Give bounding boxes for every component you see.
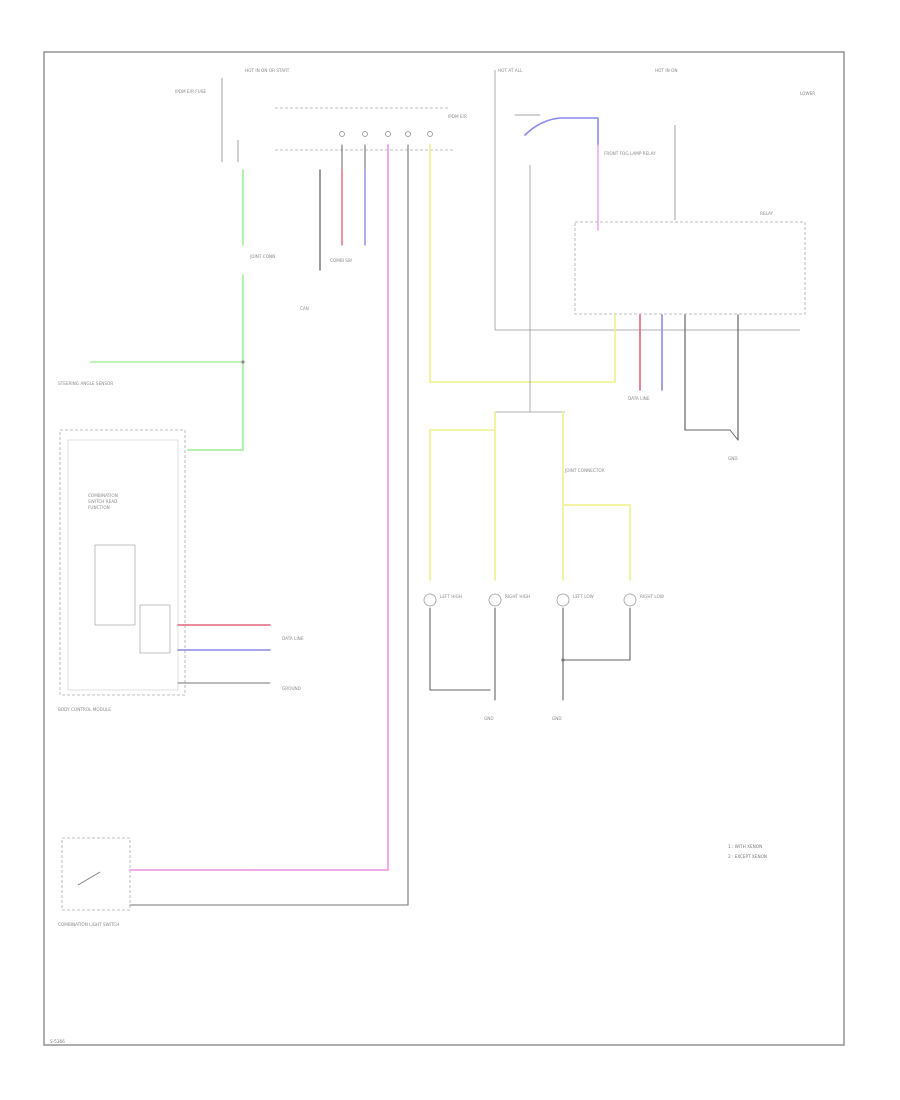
svg-text:LEFT HIGH: LEFT HIGH (440, 594, 462, 599)
svg-text:SWITCH READ: SWITCH READ (88, 499, 117, 504)
top-fuse-desc: IPDM E/R FUSE (175, 89, 206, 94)
svg-text:LOWER: LOWER (800, 91, 815, 96)
bcm-label: BODY CONTROL MODULE (58, 707, 111, 712)
bcm-block (59, 429, 186, 696)
lamp-left-high: LEFT HIGH (423, 593, 462, 607)
svg-text:STEERING ANGLE SENSOR: STEERING ANGLE SENSOR (58, 381, 113, 386)
ground-3-label: GND (552, 716, 562, 721)
ground-2-label: GND (484, 716, 494, 721)
lamp-right-low: RIGHT LOW (623, 593, 664, 607)
svg-text:HOT IN ON: HOT IN ON (655, 68, 677, 73)
svg-text:HOT AT ALL: HOT AT ALL (498, 68, 523, 73)
svg-text:DATA LINE: DATA LINE (628, 396, 650, 401)
svg-text:CAN: CAN (300, 306, 309, 311)
lamp-left-low: LEFT LOW (556, 593, 594, 607)
svg-text:RELAY: RELAY (760, 211, 774, 216)
svg-text:JOINT CONN: JOINT CONN (249, 254, 275, 259)
svg-text:FUNCTION: FUNCTION (88, 505, 110, 510)
svg-text:COMBINATION: COMBINATION (88, 493, 118, 498)
junction-label: JOINT CONNECTOR (564, 468, 605, 473)
legend-2: 2 : EXCEPT XENON (728, 854, 767, 859)
ipdm-label: IPDM E/R (448, 114, 467, 119)
combination-switch-label: COMBINATION LIGHT SWITCH (58, 922, 119, 927)
ground-1-label: GND (728, 456, 738, 461)
svg-text:RIGHT HIGH: RIGHT HIGH (505, 594, 530, 599)
top-fuse-box-label: HOT IN ON OR START (245, 68, 290, 73)
svg-text:LEFT LOW: LEFT LOW (573, 594, 594, 599)
svg-text:COMBI SW: COMBI SW (330, 258, 352, 263)
lamp-right-high: RIGHT HIGH (488, 593, 530, 607)
svg-text:RIGHT LOW: RIGHT LOW (640, 594, 664, 599)
svg-text:GROUND: GROUND (282, 686, 301, 691)
footer-code: S-5366 (50, 1039, 65, 1044)
front-fog-relay-label: FRONT FOG LAMP RELAY (604, 151, 656, 156)
legend-1: 1 : WITH XENON (728, 844, 762, 849)
diagram-frame (43, 51, 845, 1046)
svg-text:DATA LINE: DATA LINE (282, 636, 304, 641)
